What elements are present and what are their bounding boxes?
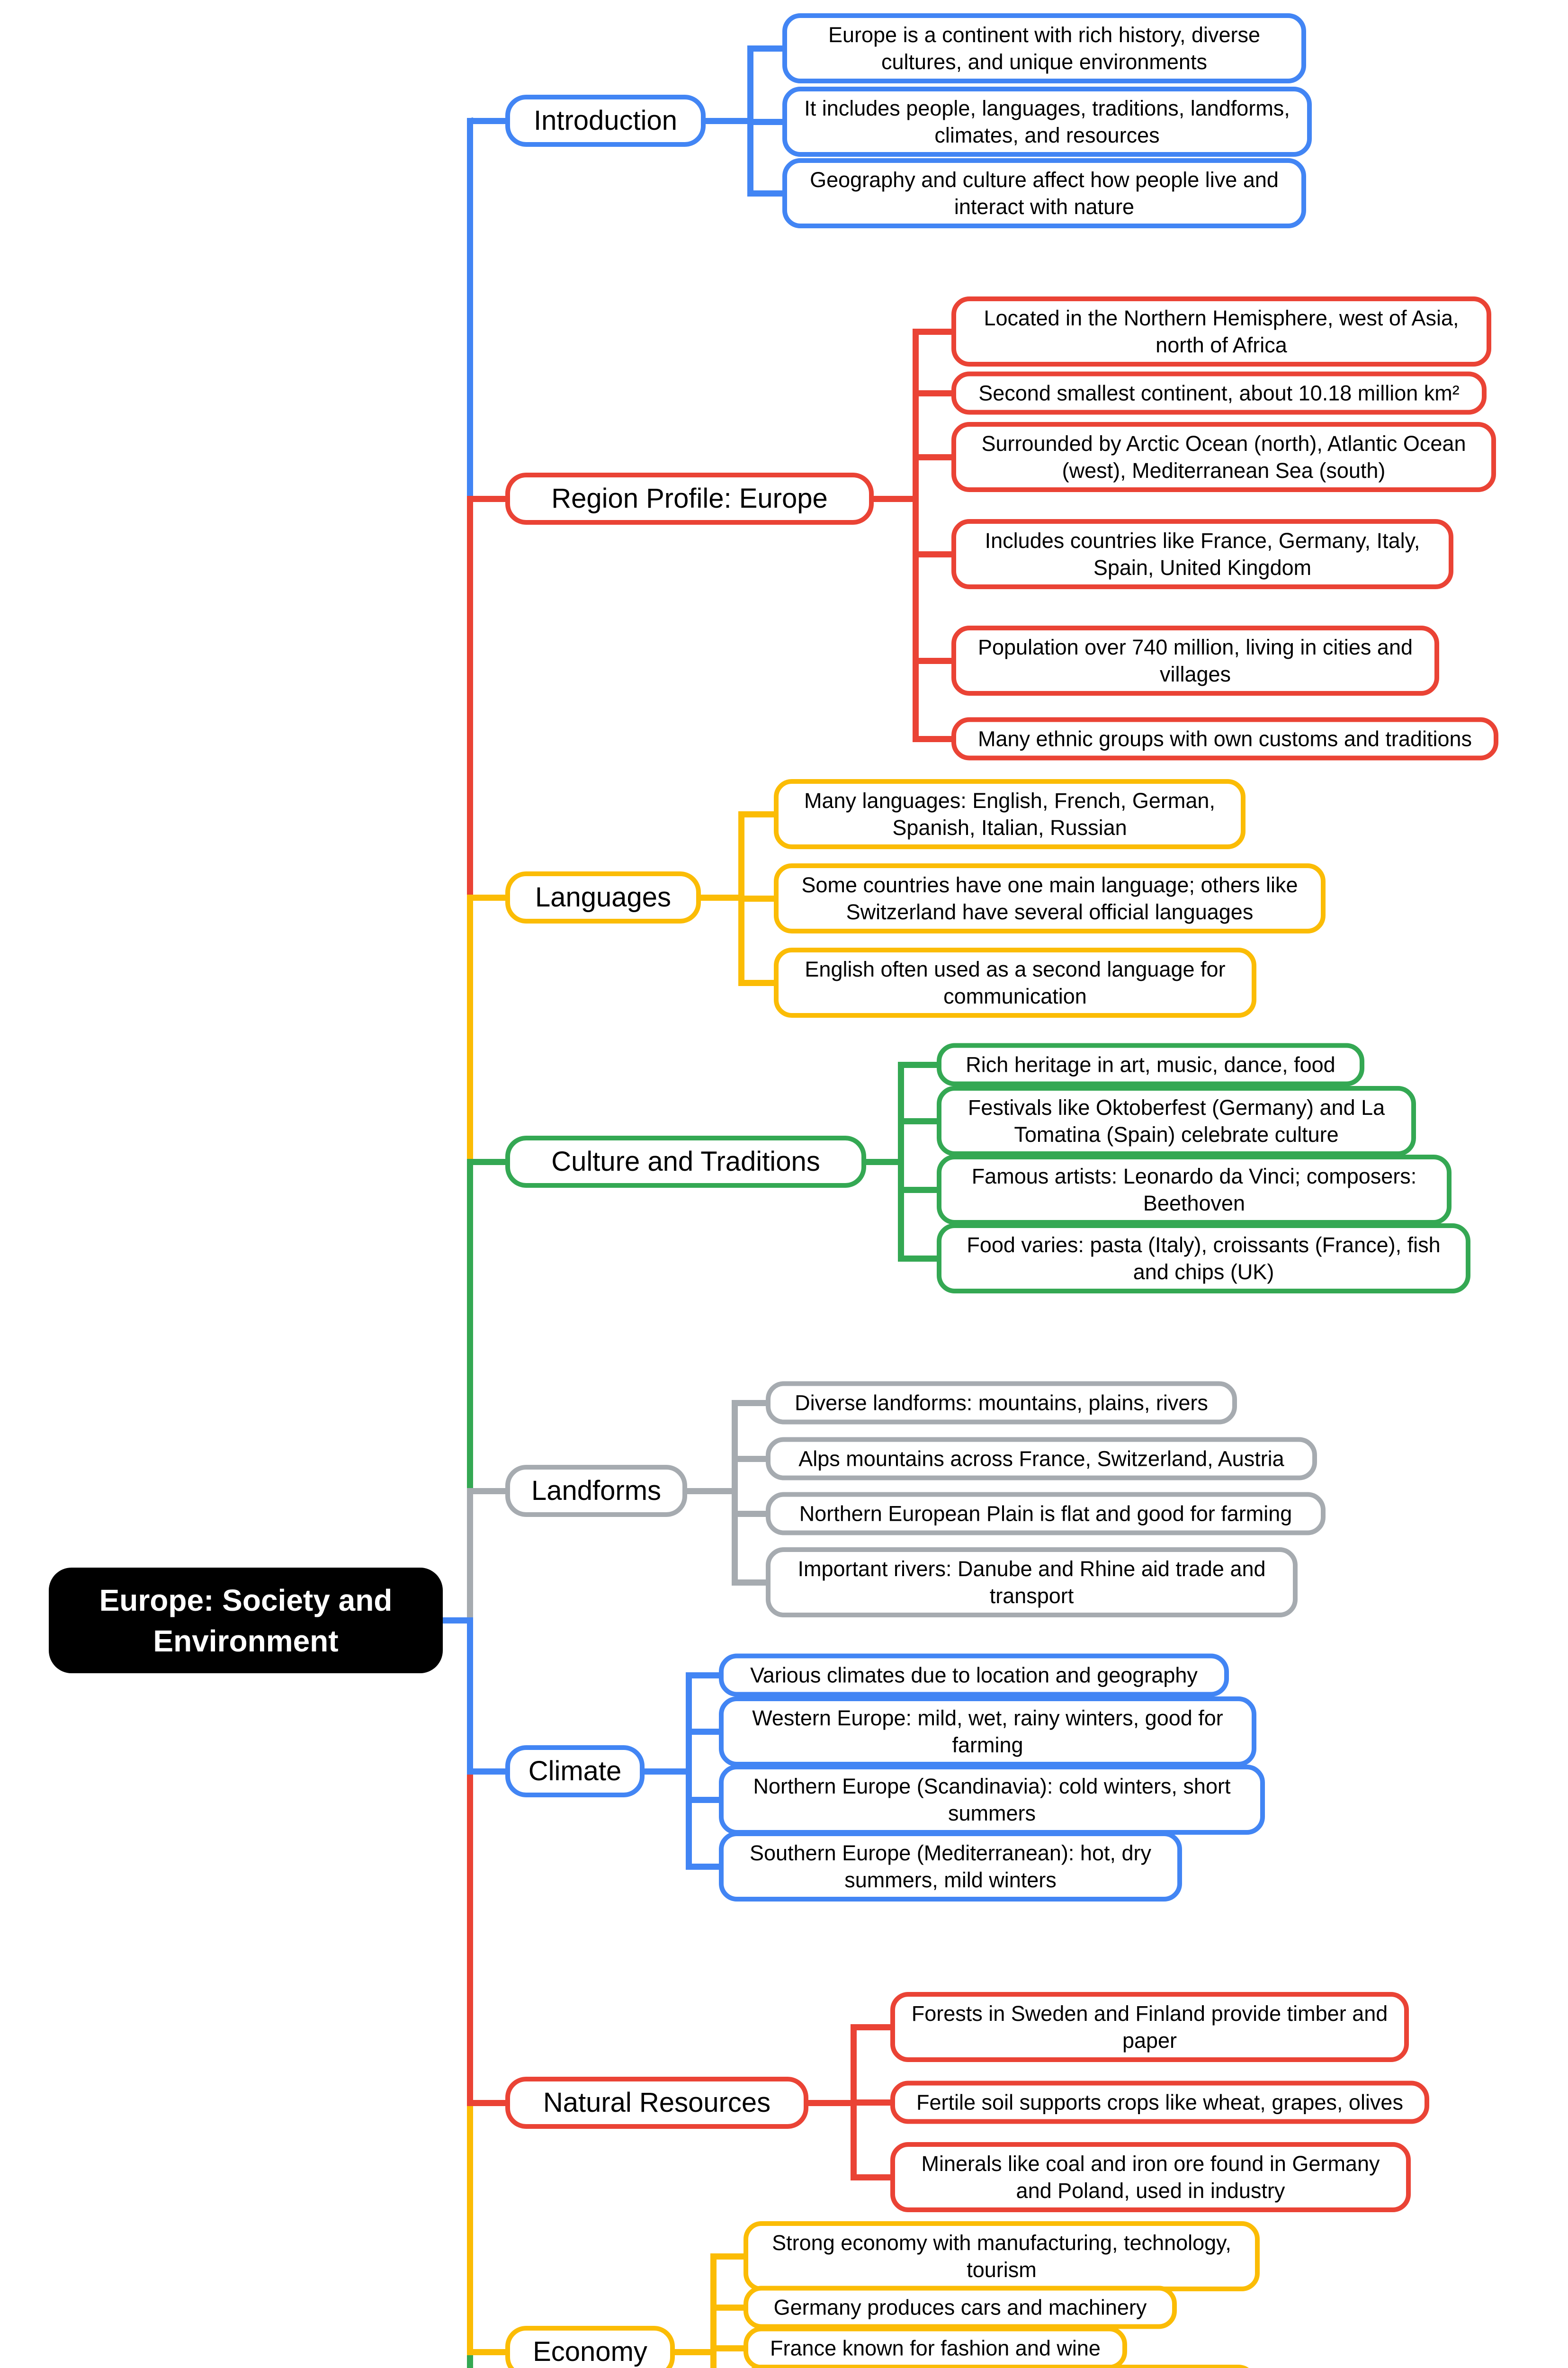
branch-label: Languages: [535, 882, 672, 913]
branch-node-economy: Economy: [505, 2326, 675, 2368]
leaf-text: France known for fashion and wine: [770, 2336, 1101, 2360]
main-spine-segment: [467, 499, 473, 897]
leaf-node: Festivals like Oktoberfest (Germany) and…: [937, 1086, 1416, 1156]
leaf-node: Diverse landforms: mountains, plains, ri…: [766, 1381, 1237, 1425]
leaf-text: Southern Europe (Mediterranean): hot, dr…: [750, 1841, 1151, 1892]
leaf-text: Includes countries like France, Germany,…: [985, 529, 1420, 580]
leaf-node: English often used as a second language …: [774, 948, 1256, 1018]
leaf-node: Food varies: pasta (Italy), croissants (…: [937, 1223, 1470, 1293]
leaf-node: Germany produces cars and machinery: [744, 2286, 1177, 2329]
leaf-node: Minerals like coal and iron ore found in…: [890, 2142, 1411, 2212]
branch-label: Natural Resources: [543, 2087, 771, 2118]
leaf-text: Many languages: English, French, German,…: [804, 789, 1215, 840]
leaf-node: Forests in Sweden and Finland provide ti…: [890, 1992, 1409, 2062]
leaf-text: Diverse landforms: mountains, plains, ri…: [795, 1390, 1208, 1415]
leaf-node: Surrounded by Arctic Ocean (north), Atla…: [951, 422, 1496, 492]
leaf-node: Located in the Northern Hemisphere, west…: [951, 296, 1491, 367]
leaf-node: Europe is a continent with rich history,…: [782, 13, 1306, 83]
leaf-text: Located in the Northern Hemisphere, west…: [984, 306, 1459, 357]
branch-label: Climate: [528, 1756, 622, 1786]
leaf-node: Strong economy with manufacturing, techn…: [744, 2221, 1260, 2291]
main-spine-segment: [467, 1491, 473, 1620]
leaf-text: Forests in Sweden and Finland provide ti…: [911, 2001, 1388, 2053]
leaf-text: Western Europe: mild, wet, rainy winters…: [752, 1706, 1223, 1757]
leaf-node: Western Europe: mild, wet, rainy winters…: [719, 1696, 1256, 1767]
leaf-text: Famous artists: Leonardo da Vinci; compo…: [971, 1164, 1417, 1215]
branch-label: Economy: [533, 2336, 647, 2367]
branch-label: Region Profile: Europe: [551, 483, 828, 514]
branch-label: Culture and Traditions: [551, 1146, 820, 1177]
leaf-spine-line: [732, 1399, 738, 1586]
leaf-text: Important rivers: Danube and Rhine aid t…: [797, 1557, 1266, 1608]
main-spine-segment: [467, 1162, 473, 1491]
leaf-text: Strong economy with manufacturing, techn…: [772, 2231, 1231, 2282]
branch-node-climate: Climate: [505, 1745, 645, 1797]
leaf-node: Northern European Plain is flat and good…: [766, 1492, 1326, 1535]
main-spine-segment: [467, 1771, 473, 2103]
leaf-node: Famous artists: Leonardo da Vinci; compo…: [937, 1155, 1452, 1225]
leaf-node: France known for fashion and wine: [744, 2326, 1127, 2368]
leaf-node: Some countries have one main language; o…: [774, 863, 1326, 933]
leaf-node: Southern Europe (Mediterranean): hot, dr…: [719, 1831, 1182, 1902]
branch-label: Introduction: [533, 105, 678, 136]
leaf-text: Alps mountains across France, Switzerlan…: [798, 1446, 1284, 1471]
leaf-text: Northern Europe (Scandinavia): cold wint…: [753, 1774, 1231, 1825]
branch-node-culture-and-traditions: Culture and Traditions: [505, 1136, 866, 1188]
leaf-node: Alps mountains across France, Switzerlan…: [766, 1437, 1317, 1480]
leaf-text: Europe is a continent with rich history,…: [828, 23, 1261, 74]
leaf-node: Important rivers: Danube and Rhine aid t…: [766, 1547, 1298, 1617]
branch-node-region-profile-europe: Region Profile: Europe: [505, 473, 874, 525]
leaf-text: Geography and culture affect how people …: [810, 168, 1279, 219]
leaf-node: Geography and culture affect how people …: [782, 158, 1306, 228]
branch-node-languages: Languages: [505, 871, 701, 924]
leaf-text: Some countries have one main language; o…: [801, 873, 1298, 924]
leaf-node: Rich heritage in art, music, dance, food: [937, 1043, 1364, 1086]
main-spine-segment: [467, 2352, 473, 2368]
leaf-spine-line: [898, 1061, 904, 1262]
leaf-node: Many ethnic groups with own customs and …: [951, 717, 1498, 761]
leaf-text: Various climates due to location and geo…: [750, 1663, 1198, 1687]
leaf-spine-line: [913, 328, 919, 742]
leaf-node: Tourism attracts millions to landmarks l…: [744, 2365, 1256, 2368]
leaf-node: It includes people, languages, tradition…: [782, 87, 1312, 157]
branch-node-introduction: Introduction: [505, 95, 706, 147]
main-spine-segment: [467, 897, 473, 1162]
leaf-text: Rich heritage in art, music, dance, food: [966, 1052, 1335, 1077]
main-spine-segment: [467, 1620, 473, 1771]
leaf-spine-line: [710, 2253, 717, 2368]
leaf-text: It includes people, languages, tradition…: [804, 96, 1290, 147]
branch-label: Landforms: [531, 1475, 662, 1506]
branch-node-landforms: Landforms: [505, 1465, 687, 1517]
leaf-text: English often used as a second language …: [805, 957, 1226, 1008]
leaf-node: Many languages: English, French, German,…: [774, 779, 1245, 849]
leaf-node: Fertile soil supports crops like wheat, …: [890, 2081, 1429, 2124]
leaf-node: Various climates due to location and geo…: [719, 1653, 1229, 1697]
leaf-text: Surrounded by Arctic Ocean (north), Atla…: [981, 431, 1466, 483]
leaf-text: Fertile soil supports crops like wheat, …: [916, 2090, 1403, 2115]
leaf-text: Festivals like Oktoberfest (Germany) and…: [968, 1095, 1385, 1147]
leaf-node: Population over 740 million, living in c…: [951, 626, 1439, 696]
leaf-text: Population over 740 million, living in c…: [977, 635, 1413, 686]
leaf-text: Germany produces cars and machinery: [773, 2295, 1147, 2320]
leaf-spine-line: [686, 1672, 692, 1870]
root-node: Europe: Society and Environment: [49, 1568, 443, 1673]
leaf-text: Many ethnic groups with own customs and …: [977, 727, 1472, 751]
root-label: Europe: Society and Environment: [99, 1583, 393, 1658]
main-spine-segment: [467, 2103, 473, 2352]
leaf-text: Northern European Plain is flat and good…: [799, 1501, 1292, 1526]
leaf-node: Second smallest continent, about 10.18 m…: [951, 371, 1487, 415]
main-spine-segment: [467, 117, 473, 499]
leaf-text: Second smallest continent, about 10.18 m…: [978, 381, 1460, 405]
leaf-node: Northern Europe (Scandinavia): cold wint…: [719, 1765, 1265, 1835]
leaf-node: Includes countries like France, Germany,…: [951, 519, 1453, 589]
branch-node-natural-resources: Natural Resources: [505, 2077, 808, 2129]
leaf-text: Minerals like coal and iron ore found in…: [921, 2152, 1380, 2203]
leaf-text: Food varies: pasta (Italy), croissants (…: [967, 1233, 1441, 1284]
